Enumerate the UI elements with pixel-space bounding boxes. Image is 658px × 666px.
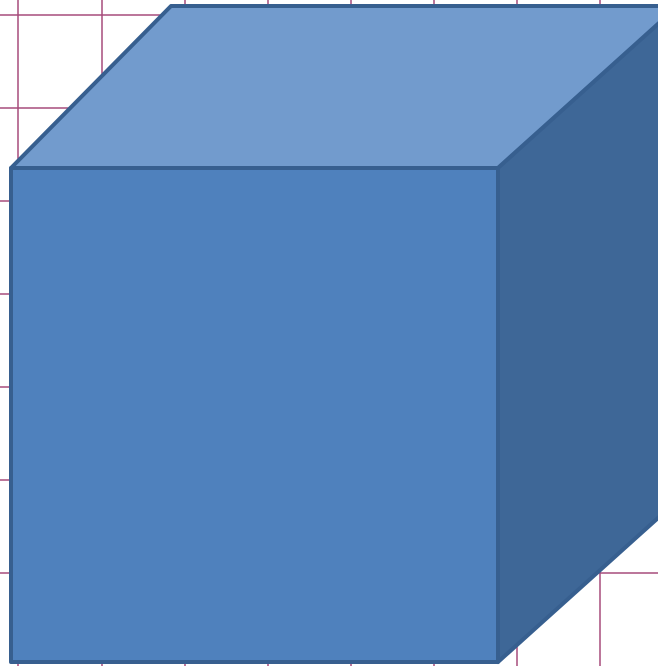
cube-shape[interactable]	[11, 6, 658, 662]
cube-front-face	[11, 168, 498, 662]
